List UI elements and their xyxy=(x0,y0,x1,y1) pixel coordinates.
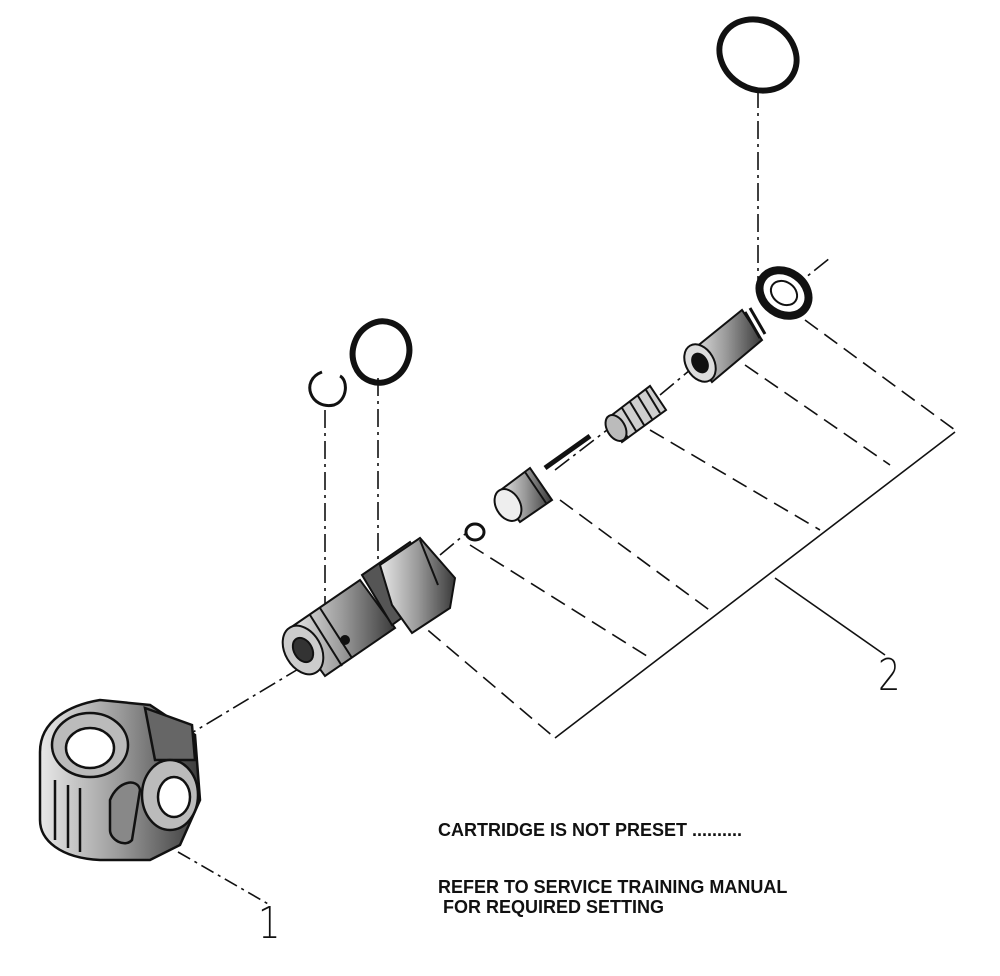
ball-seat xyxy=(464,522,486,542)
washer-large-top xyxy=(716,16,800,94)
bracket-leaders xyxy=(409,319,956,739)
washer-middle xyxy=(349,318,413,386)
poppet-pin xyxy=(493,433,592,524)
valve-housing xyxy=(38,698,202,862)
note-refer-manual: REFER TO SERVICE TRAINING MANUAL xyxy=(438,877,788,897)
spring xyxy=(604,384,668,444)
adjusting-plug xyxy=(683,307,767,384)
centerline xyxy=(179,90,831,741)
cartridge-body xyxy=(281,536,457,678)
leader-1 xyxy=(177,851,271,906)
note-required-setting: FOR REQUIRED SETTING xyxy=(438,897,665,917)
lock-nut xyxy=(755,266,813,320)
bracket-2 xyxy=(554,431,956,739)
note-not-preset: CARTRIDGE IS NOT PRESET .......... xyxy=(438,820,743,840)
snap-ring xyxy=(308,370,347,407)
callout-2: 2 xyxy=(878,650,901,701)
callout-1: 1 xyxy=(258,898,281,949)
